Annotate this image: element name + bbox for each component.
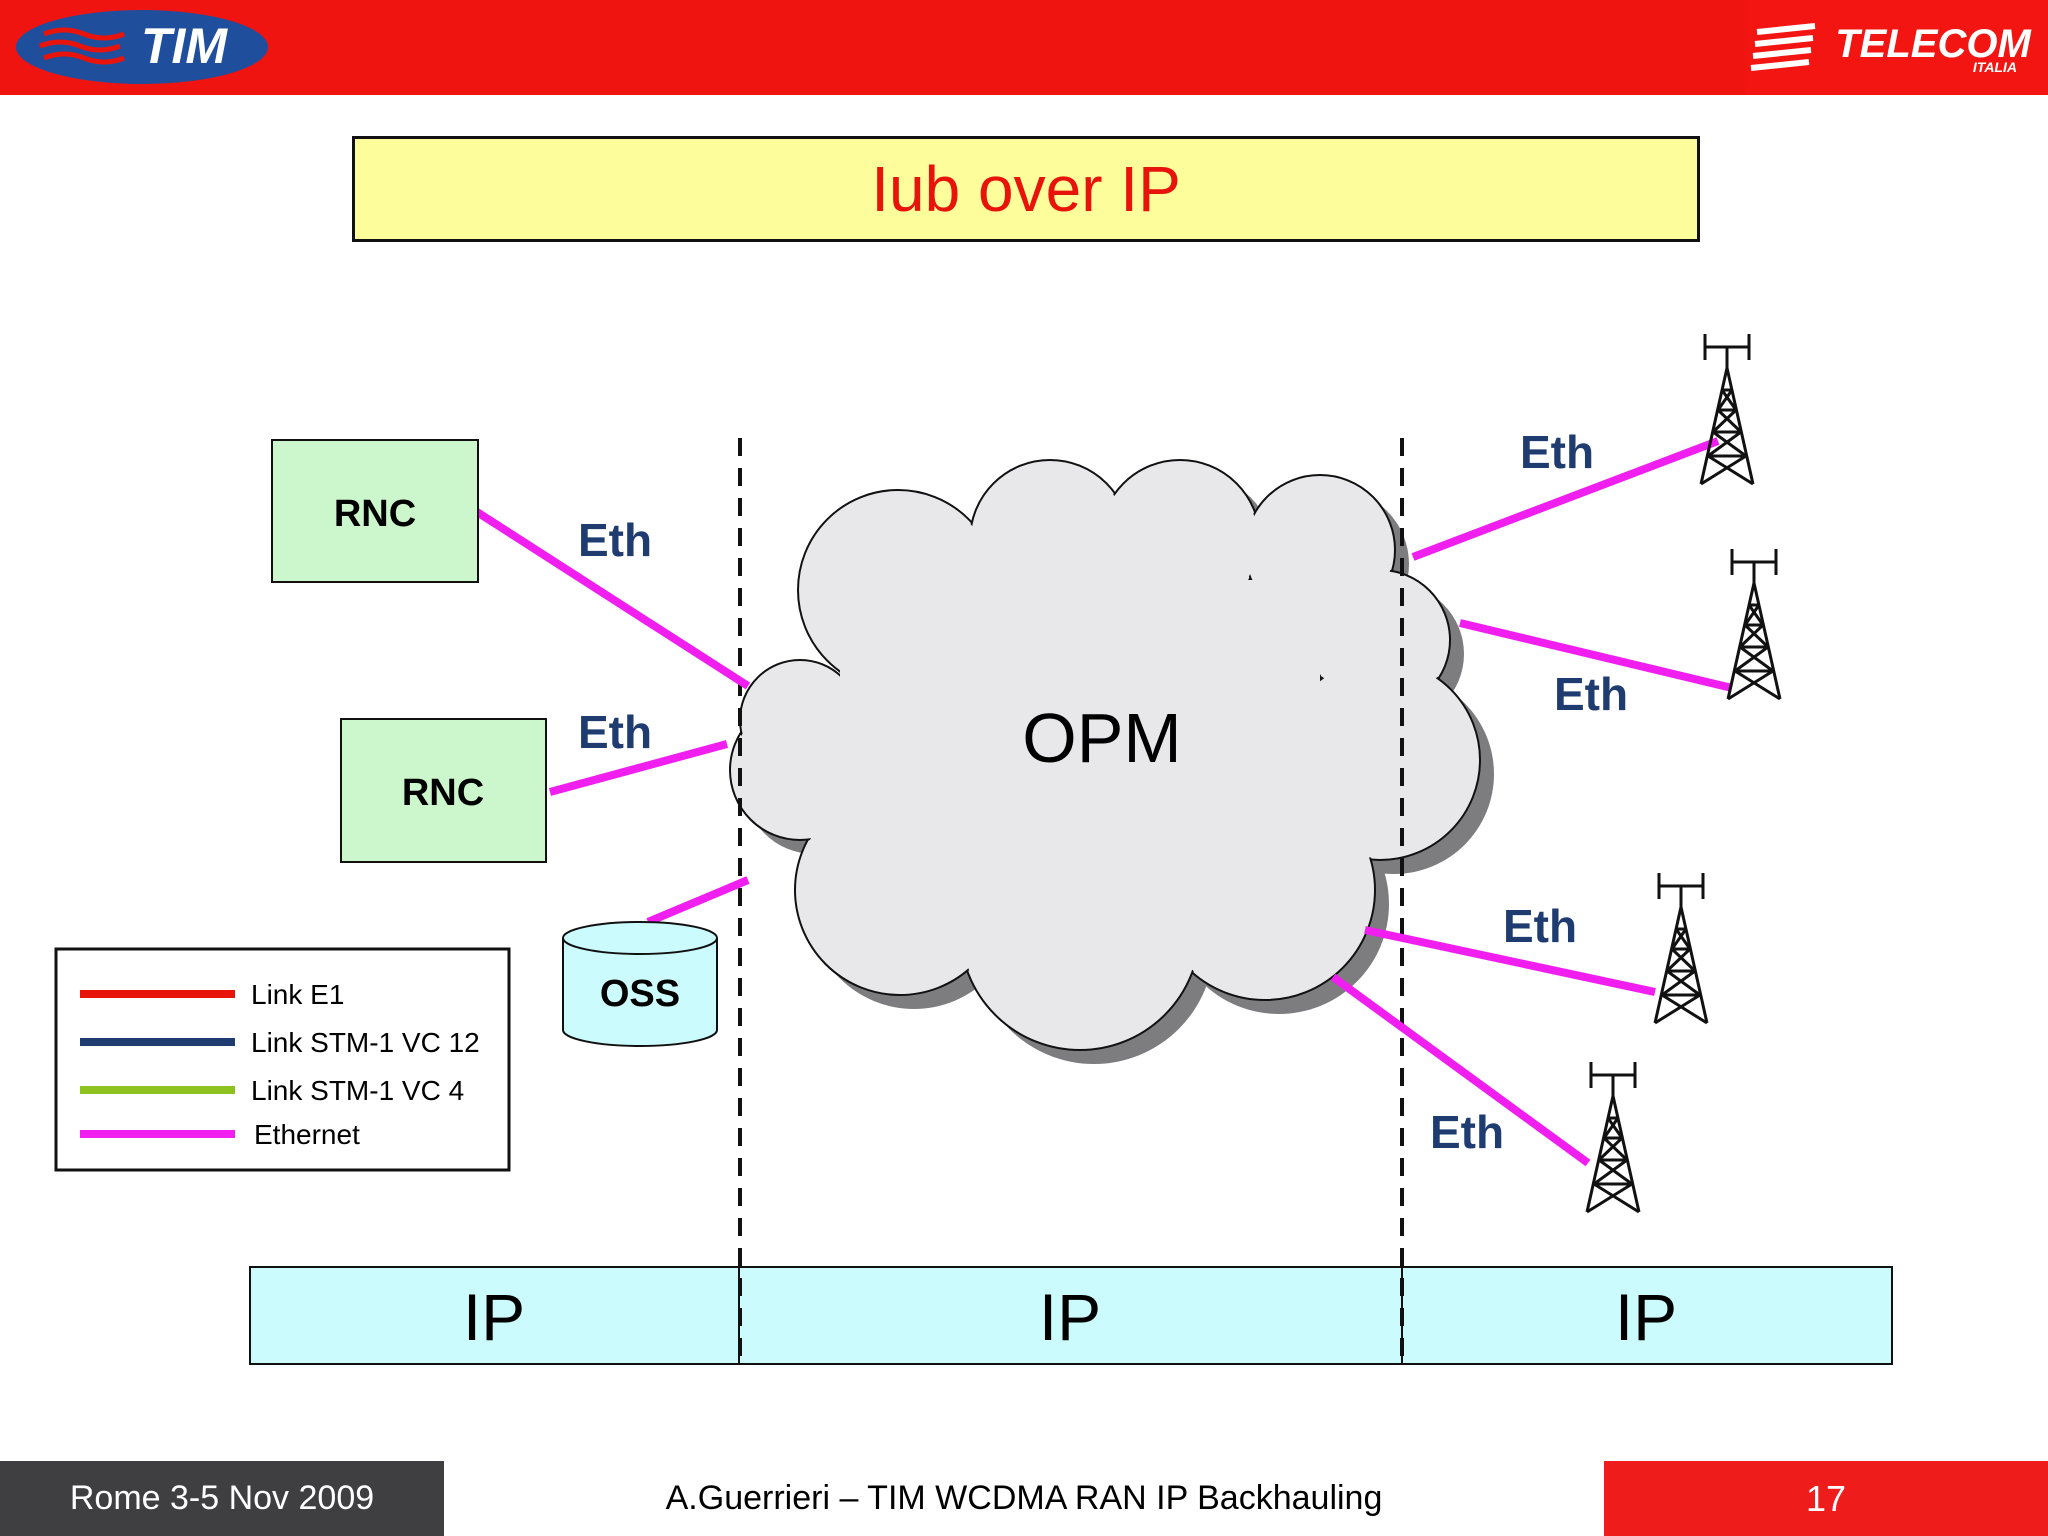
opm-cloud: OPM [729, 459, 1494, 1064]
header-bar: TIM TELECOM ITALIA [0, 0, 2048, 95]
rnc-node-2: RNC [340, 718, 547, 863]
title-box: Iub over IP [352, 136, 1700, 242]
tower-icon [1699, 332, 1755, 486]
legend-label-vc12: Link STM-1 VC 12 [251, 1027, 480, 1058]
rnc-label-2: RNC [402, 772, 484, 814]
rnc-node-1: RNC [271, 439, 479, 583]
link-rnc2 [548, 740, 729, 796]
link-tower1 [1411, 437, 1720, 561]
rnc-label-1: RNC [334, 493, 416, 535]
link-oss [646, 876, 750, 926]
tower-icon [1726, 547, 1782, 701]
tim-logo: TIM [16, 10, 268, 84]
eth-label-tower4: Eth [1430, 1106, 1504, 1158]
ethernet-links [474, 437, 1733, 1167]
link-tower4 [1330, 973, 1591, 1167]
eth-label-tower1: Eth [1520, 426, 1594, 478]
legend-label-vc4: Link STM-1 VC 4 [251, 1075, 464, 1106]
ip-label-left: IP [463, 1280, 525, 1354]
cloud-label: OPM [1022, 699, 1181, 777]
legend-label-e1: Link E1 [251, 979, 344, 1010]
link-tower3 [1364, 926, 1656, 996]
eth-label-rnc2: Eth [578, 706, 652, 758]
telecom-logo-subtext: ITALIA [1973, 59, 2017, 75]
tim-logo-text: TIM [141, 18, 228, 74]
ip-bar: IP IP IP [249, 1266, 1893, 1365]
slide-title: Iub over IP [871, 153, 1181, 225]
link-tower2 [1459, 619, 1733, 692]
footer-event: Rome 3-5 Nov 2009 [0, 1461, 444, 1536]
footer-author-title: A.Guerrieri – TIM WCDMA RAN IP Backhauli… [665, 1479, 1383, 1517]
tower-icon [1653, 871, 1709, 1025]
telecom-logo-text: TELECOM [1835, 22, 2032, 66]
link-rnc1 [474, 508, 751, 690]
page-number: 17 [1604, 1461, 2048, 1536]
telecom-italia-logo: TELECOM ITALIA [1745, 0, 2048, 95]
eth-label-tower2: Eth [1554, 668, 1628, 720]
ip-label-center: IP [1039, 1280, 1101, 1354]
oss-label: OSS [600, 973, 680, 1015]
tower-icon [1585, 1060, 1641, 1214]
eth-label-tower3: Eth [1503, 900, 1577, 952]
legend: Link E1 Link STM-1 VC 12 Link STM-1 VC 4… [54, 947, 511, 1172]
oss-database: OSS [562, 921, 718, 1047]
legend-label-ethernet: Ethernet [254, 1119, 360, 1150]
eth-label-rnc1: Eth [578, 514, 652, 566]
ip-label-right: IP [1615, 1280, 1677, 1354]
